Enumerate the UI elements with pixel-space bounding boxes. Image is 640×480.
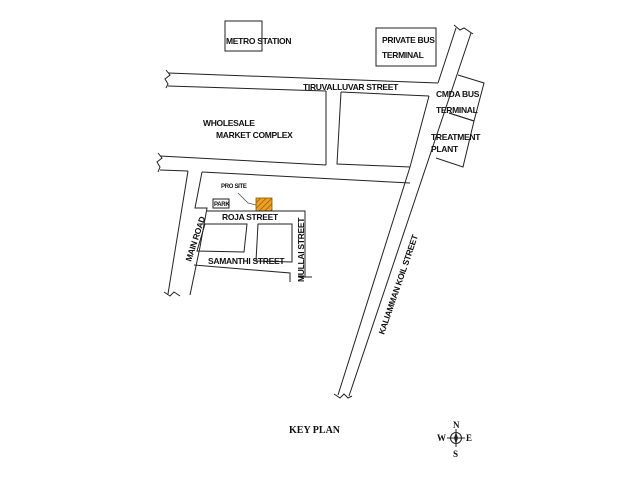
metro-station: METRO STATION (224, 20, 292, 52)
main-road-label: MAIN ROAD (183, 215, 207, 262)
pro-site-label: PRO SITE (221, 184, 247, 190)
compass-west: W (437, 433, 446, 443)
main-road: MAIN ROAD (163, 170, 208, 297)
park-label: PARK (214, 202, 230, 208)
treatment-label-1: TREATMENT (431, 132, 481, 142)
treatment-label-2: PLANT (431, 144, 459, 154)
cmda-label-2: TERMINAL (436, 105, 478, 115)
wholesale-label-1: WHOLESALE (203, 118, 255, 128)
tiruvalluvar-street: TIRUVALLUVAR STREET (164, 69, 439, 97)
pro-site-marker[interactable] (255, 197, 273, 212)
cmda-label-1: CMDA BUS (436, 89, 480, 99)
park: PARK (212, 198, 231, 209)
private-bus-label-1: PRIVATE BUS (382, 35, 435, 45)
mullai-street-label: MULLAI STREET (296, 217, 306, 282)
kaliamman-koil-street: KALIAMMAN KOIL STREET (333, 24, 474, 399)
compass-rose: N S E W (437, 420, 472, 459)
wholesale-label-2: MARKET COMPLEX (216, 130, 293, 140)
pro-site-leader-line (237, 192, 257, 206)
roja-street-label: ROJA STREET (222, 212, 279, 222)
compass-east: E (466, 433, 472, 443)
metro-station-label: METRO STATION (226, 36, 291, 46)
tiruvalluvar-street-label: TIRUVALLUVAR STREET (303, 82, 399, 92)
treatment-plant: TREATMENT PLANT (431, 112, 481, 168)
compass-needle-icon (454, 432, 458, 444)
local-streets: ROJA STREET SAMANTHI STREET MULLAI STREE… (193, 210, 312, 282)
cmda-bus-terminal: CMDA BUS TERMINAL (436, 74, 485, 122)
private-bus-label-2: TERMINAL (382, 50, 424, 60)
private-bus-terminal: PRIVATE BUS TERMINAL (375, 27, 437, 67)
samanthi-street-label: SAMANTHI STREET (208, 256, 285, 266)
map-title: KEY PLAN (289, 425, 341, 436)
wholesale-market-complex: WHOLESALE MARKET COMPLEX (156, 91, 411, 184)
compass-south: S (453, 449, 458, 459)
compass-north: N (453, 420, 460, 430)
